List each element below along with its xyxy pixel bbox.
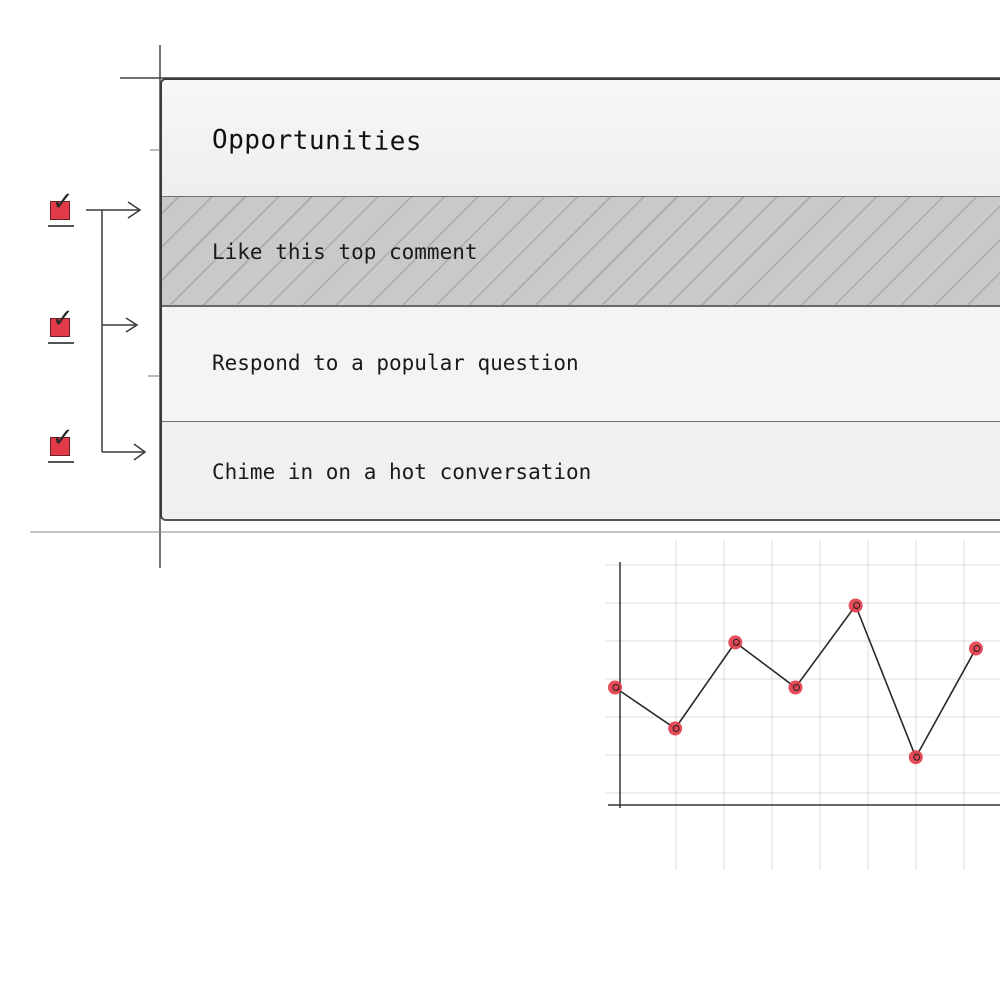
data-point (668, 721, 683, 736)
data-point-marker (968, 641, 983, 656)
check-mark-icon: ✓ (52, 187, 74, 217)
check-mark-icon: ✓ (52, 304, 74, 334)
data-point-marker (728, 635, 743, 650)
checkbox-underline (48, 225, 74, 227)
opportunity-item-respond-question[interactable]: Respond to a popular question (162, 307, 1000, 421)
data-point-ring (612, 684, 620, 691)
opportunities-panel: Opportunities Like this top comment Resp… (160, 78, 1000, 521)
checkbox-underline (48, 461, 74, 463)
data-point-ring (732, 638, 740, 646)
data-point (728, 635, 743, 650)
chart-axes (608, 562, 1000, 808)
data-point (848, 598, 863, 613)
opportunity-label: Respond to a popular question (212, 351, 579, 375)
chart-points (608, 598, 983, 765)
panel-header: Opportunities (162, 80, 1000, 196)
opportunity-label: Like this top comment (212, 240, 478, 264)
data-point-marker (788, 680, 803, 695)
data-point (968, 641, 983, 656)
chart-grid (605, 540, 1000, 870)
data-point-ring (913, 753, 921, 761)
checkbox-box (50, 437, 70, 456)
data-point (788, 680, 803, 695)
data-point-ring (792, 684, 800, 691)
check-mark-icon: ✓ (52, 423, 74, 453)
checkbox-checked-icon[interactable]: ✓ (48, 189, 74, 227)
opportunity-item-chime-in[interactable]: Chime in on a hot conversation (162, 421, 1000, 519)
data-point-ring (973, 645, 981, 653)
data-point-ring (672, 725, 680, 732)
checkbox-box (50, 201, 70, 220)
checkbox-checked-icon[interactable]: ✓ (48, 306, 74, 344)
data-point-marker (908, 750, 923, 765)
checkbox-underline (48, 342, 74, 344)
data-point-ring (853, 602, 861, 609)
opportunity-label: Chime in on a hot conversation (212, 460, 592, 484)
data-point (908, 750, 923, 765)
data-point-marker (848, 598, 863, 613)
opportunity-item-like-comment[interactable]: Like this top comment (162, 196, 1000, 307)
data-point-marker (668, 721, 683, 736)
checkbox-box (50, 318, 70, 337)
checkbox-checked-icon[interactable]: ✓ (48, 425, 74, 463)
data-point-marker (608, 680, 622, 695)
data-point (608, 680, 622, 695)
connector-bracket (86, 201, 147, 461)
